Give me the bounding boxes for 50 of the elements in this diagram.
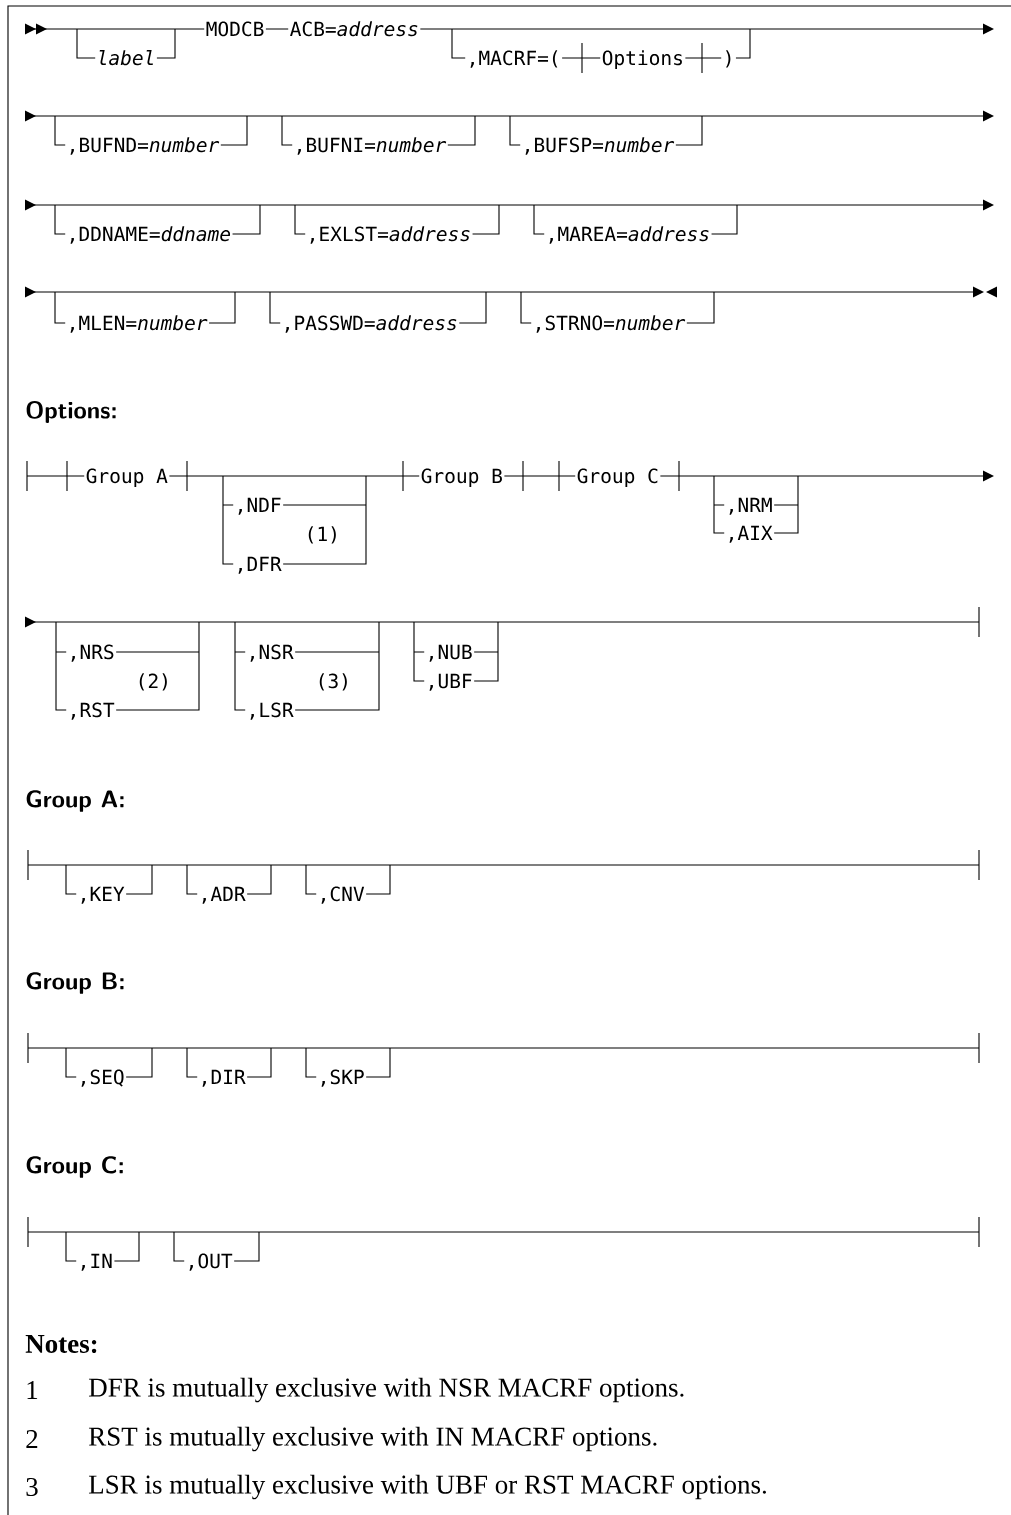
- syntax-keyword: ,NUB: [424, 643, 475, 662]
- fragment-reference: Options: [600, 49, 686, 70]
- syntax-keyword: ,DDNAME=ddname: [65, 225, 233, 244]
- syntax-variable: label: [95, 49, 157, 67]
- footnote-reference: (3): [314, 672, 353, 691]
- syntax-keyword: ,DIR: [197, 1068, 248, 1087]
- footnote-reference: (1): [303, 525, 342, 544]
- syntax-keyword: ): [721, 49, 736, 68]
- syntax-keyword: ,BUFNI=number: [292, 136, 448, 155]
- syntax-keyword: ,RST: [66, 701, 117, 720]
- syntax-keyword: ,PASSWD=address: [280, 314, 460, 333]
- syntax-keyword: ,MAREA=address: [544, 225, 712, 244]
- syntax-keyword: ,NRS: [66, 643, 117, 662]
- syntax-keyword: ,BUFSP=number: [520, 136, 676, 155]
- syntax-keyword: ,SKP: [316, 1068, 367, 1087]
- fragment-reference: Group C: [575, 467, 661, 488]
- note-text: DFR is mutually exclusive with NSR MACRF options.: [89, 1377, 684, 1403]
- syntax-keyword: ,NSR: [245, 643, 296, 662]
- footnote-reference: (2): [134, 672, 173, 691]
- syntax-keyword: ,BUFND=number: [65, 136, 221, 155]
- syntax-keyword: ,EXLST=address: [305, 225, 473, 244]
- fragment-reference: Group A: [84, 467, 170, 488]
- syntax-keyword: ,MACRF=(: [465, 49, 563, 68]
- section-heading: Group C:: [26, 1156, 123, 1178]
- section-heading: Options:: [26, 401, 116, 423]
- syntax-keyword: ,IN: [76, 1252, 115, 1271]
- syntax-keyword: ,STRNO=number: [531, 314, 687, 333]
- section-heading: Group A:: [26, 790, 124, 812]
- note-number: 2: [26, 1430, 38, 1448]
- note-text: RST is mutually exclusive with IN MACRF options.: [89, 1426, 657, 1452]
- syntax-keyword: ,LSR: [245, 701, 296, 720]
- section-heading: Notes:: [25, 1334, 97, 1354]
- syntax-keyword: ,NRM: [724, 496, 775, 515]
- syntax-keyword: ,MLEN=number: [65, 314, 210, 333]
- syntax-keyword: ,NDF: [233, 496, 284, 515]
- syntax-keyword: ,OUT: [184, 1252, 235, 1271]
- syntax-keyword: ,DFR: [233, 555, 284, 574]
- section-heading: Group B:: [26, 972, 124, 994]
- note-text: LSR is mutually exclusive with UBF or RST MACRF options.: [89, 1474, 766, 1500]
- syntax-keyword: ,CNV: [316, 885, 367, 904]
- syntax-keyword: ACB=address: [288, 20, 421, 38]
- fragment-reference: Group B: [419, 467, 505, 488]
- note-number: 3: [26, 1477, 38, 1497]
- syntax-keyword: MODCB: [204, 20, 266, 38]
- syntax-keyword: ,UBF: [424, 672, 475, 691]
- note-number: 1: [27, 1381, 38, 1399]
- syntax-keyword: ,KEY: [76, 885, 127, 904]
- syntax-keyword: ,SEQ: [76, 1068, 127, 1087]
- syntax-keyword: ,AIX: [724, 524, 775, 543]
- syntax-keyword: ,ADR: [197, 885, 248, 904]
